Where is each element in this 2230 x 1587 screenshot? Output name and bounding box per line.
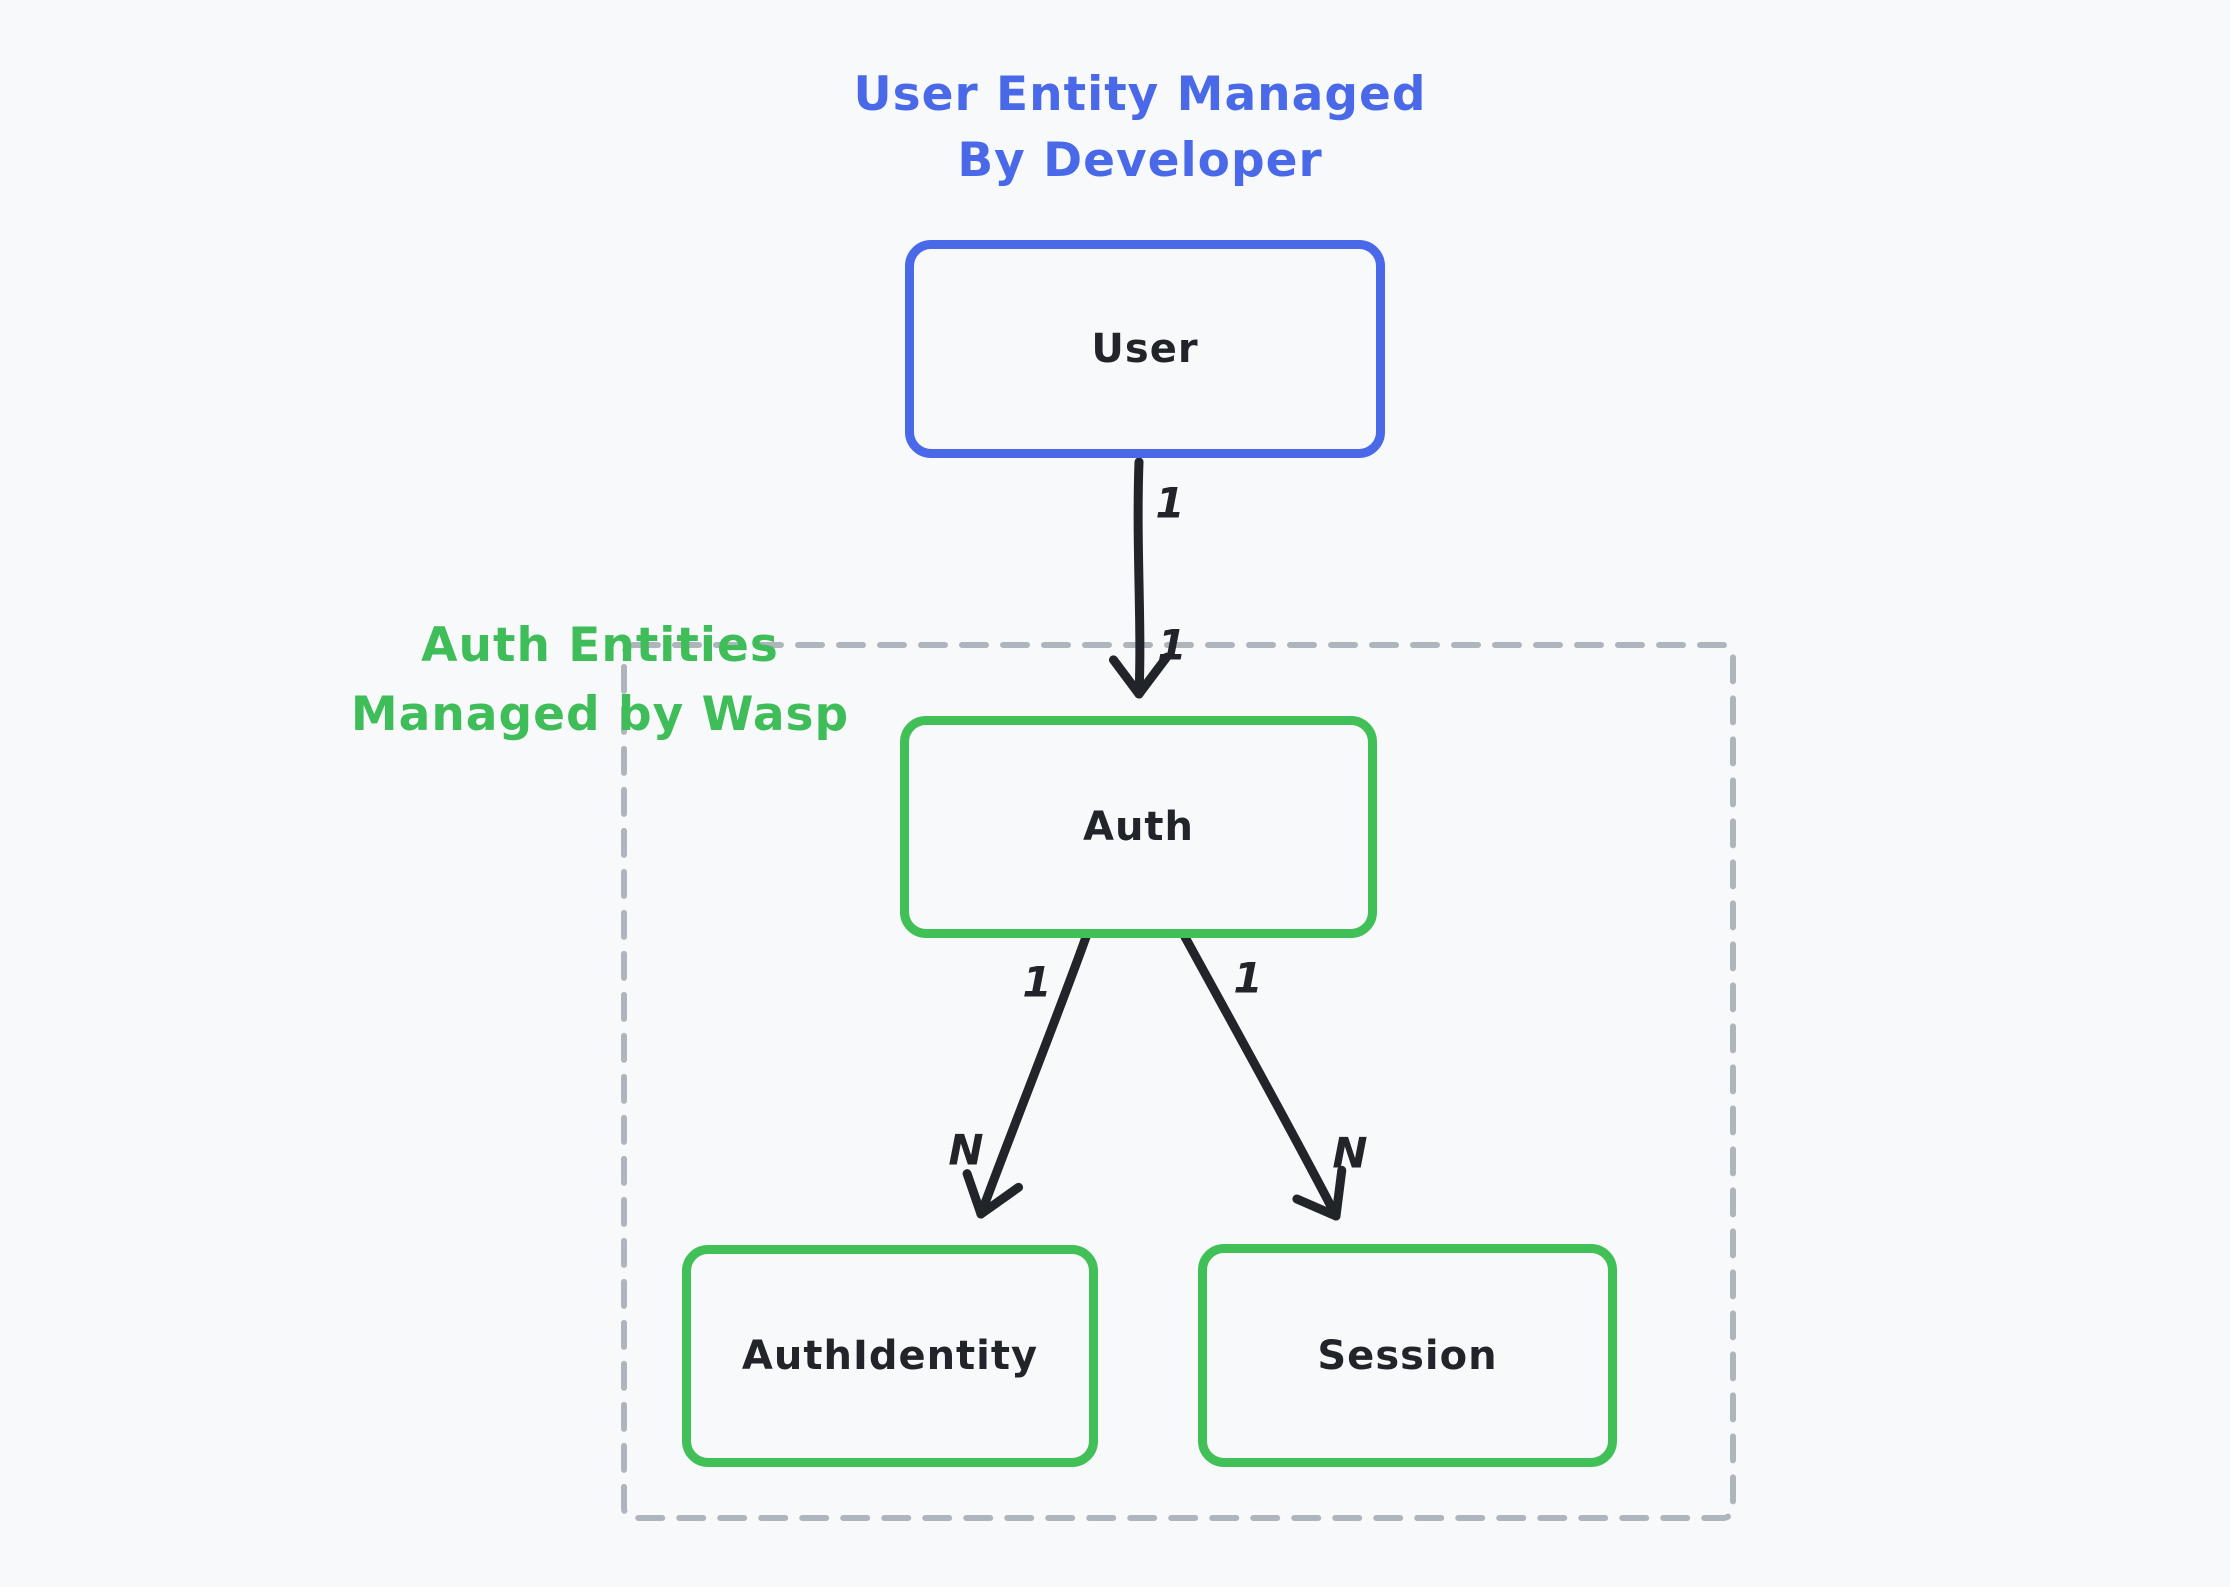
- user-entity-label: User: [1091, 326, 1199, 372]
- developer-zone-caption: User Entity Managed By Developer: [700, 62, 1580, 194]
- auth-authidentity-arrow: [962, 932, 1091, 1219]
- auth-authidentity-multiplicity-to: N: [948, 1125, 984, 1175]
- authidentity-entity-box: AuthIdentity: [682, 1245, 1098, 1467]
- developer-zone-caption-line2: By Developer: [957, 133, 1323, 188]
- authidentity-entity-label: AuthIdentity: [741, 1333, 1039, 1379]
- auth-session-multiplicity-from: 1: [1233, 953, 1263, 1003]
- user-entity-box: User: [905, 240, 1385, 458]
- auth-session-multiplicity-to: N: [1332, 1128, 1368, 1178]
- wasp-zone-caption-line1: Auth Entities: [421, 618, 779, 673]
- developer-zone-caption-line1: User Entity Managed: [853, 67, 1427, 122]
- wasp-zone-caption: Auth Entities Managed by Wasp: [220, 611, 980, 749]
- wasp-zone-caption-line2: Managed by Wasp: [350, 687, 850, 742]
- auth-session-arrow: [1180, 932, 1347, 1221]
- session-entity-label: Session: [1317, 1332, 1498, 1379]
- auth-entity-box: Auth: [900, 716, 1377, 938]
- user-auth-multiplicity-from: 1: [1155, 478, 1185, 528]
- user-auth-multiplicity-to: 1: [1157, 620, 1187, 670]
- user-auth-arrow: [1108, 457, 1172, 699]
- session-entity-box: Session: [1198, 1244, 1617, 1467]
- wasp-managed-group-frame: [621, 642, 1736, 1521]
- auth-entity-label: Auth: [1082, 804, 1195, 850]
- auth-authidentity-multiplicity-from: 1: [1022, 957, 1052, 1007]
